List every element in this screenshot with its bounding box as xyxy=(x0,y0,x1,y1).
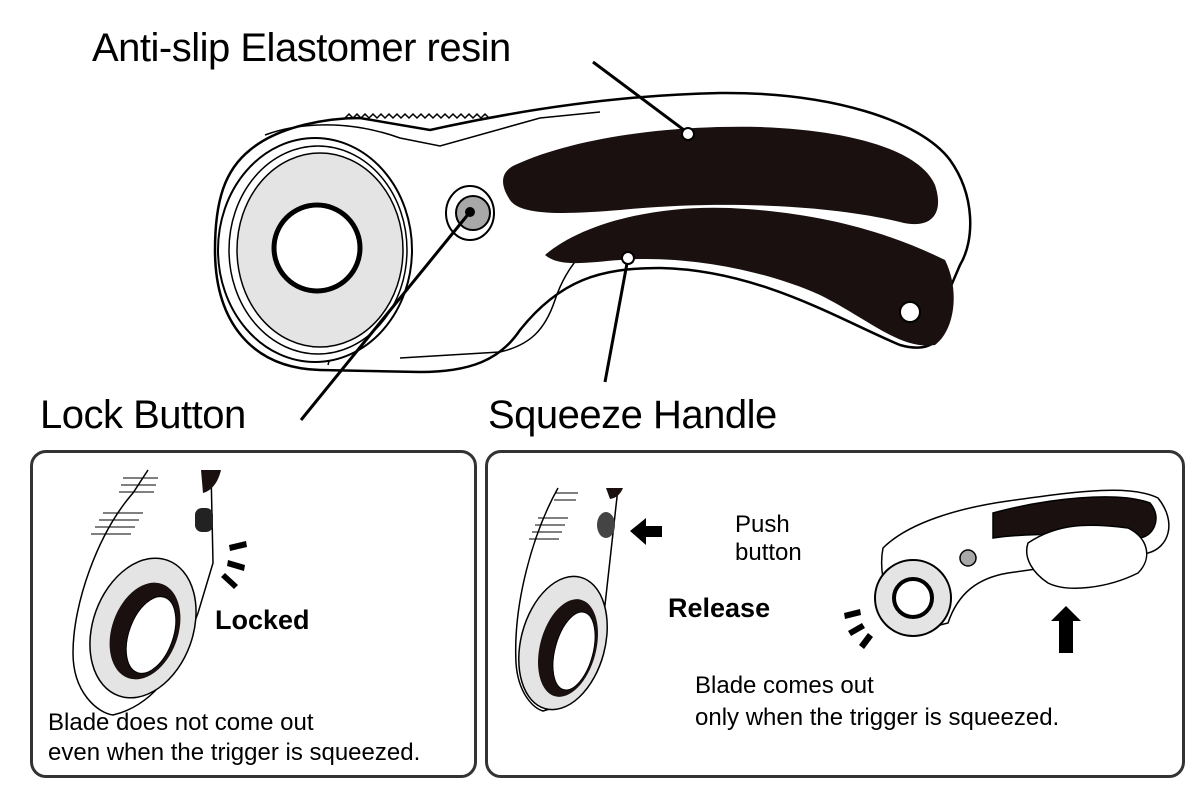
grip-ridges-icon xyxy=(529,492,578,540)
release-state-label: Release xyxy=(668,593,771,623)
release-illustration xyxy=(514,487,1170,712)
locked-state-label: Locked xyxy=(215,605,310,635)
release-panel: Push button Release Blade comes out only… xyxy=(485,450,1185,778)
blade-hub xyxy=(271,202,363,294)
hand-holding-cutter xyxy=(881,489,1170,634)
label-anti-slip-elastomer: Anti-slip Elastomer resin xyxy=(92,26,511,70)
squeeze-arrow-icon xyxy=(1051,606,1081,653)
hanging-hole xyxy=(899,301,921,323)
locked-panel: Locked Blade does not come out even when… xyxy=(30,450,477,778)
serrated-thumb-rest xyxy=(344,112,490,120)
motion-marks-icon xyxy=(844,609,873,649)
elastomer-pointer-dot xyxy=(681,127,695,141)
push-button-label: Push button xyxy=(735,511,802,567)
push-button-label-line2: button xyxy=(735,539,802,566)
grip-ridges-icon xyxy=(91,477,158,535)
elastomer-grip xyxy=(503,126,939,225)
release-caption-line2: only when the trigger is squeezed. xyxy=(695,704,1060,731)
lock-button-pressed-icon xyxy=(195,508,213,532)
push-arrow-icon xyxy=(630,518,662,545)
leader-lines xyxy=(299,60,689,421)
locked-illustration xyxy=(72,469,247,716)
label-squeeze-handle: Squeeze Handle xyxy=(488,393,777,437)
label-lock-button: Lock Button xyxy=(40,393,246,437)
squeeze-handle-trigger xyxy=(545,207,954,346)
release-caption-line1: Blade comes out xyxy=(695,672,874,699)
lock-button-released-icon xyxy=(597,512,615,538)
push-button-label-line1: Push xyxy=(735,511,790,538)
handle-pointer-dot xyxy=(621,251,635,265)
lock-pointer-dot xyxy=(465,207,475,217)
locked-caption-line2: even when the trigger is squeezed. xyxy=(48,739,421,766)
locked-caption-line1: Blade does not come out xyxy=(48,709,314,736)
click-marks-icon xyxy=(221,541,247,589)
grip-tip xyxy=(201,470,221,493)
